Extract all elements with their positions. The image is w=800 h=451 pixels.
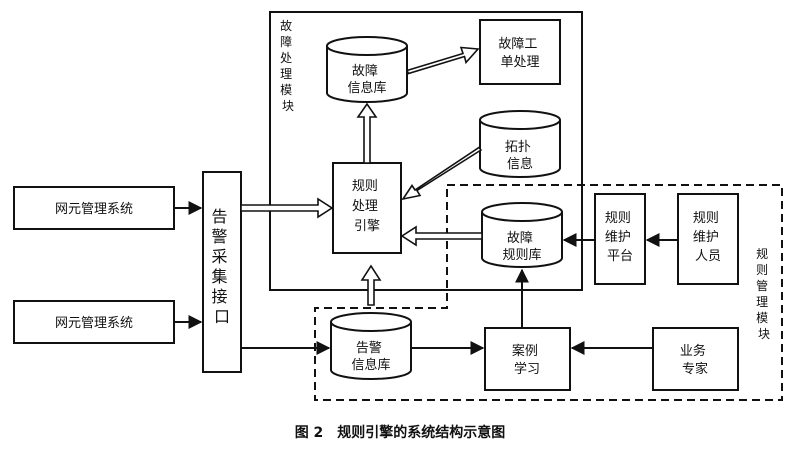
svg-text:故障 规则库: 故障 规则库: [502, 231, 541, 263]
hollow-arrow-fault-db-to-ticket: [405, 46, 480, 75]
hollow-arrow-alarm-db-to-engine: [360, 264, 382, 306]
fault-rule-database: 故障 规则库: [481, 202, 563, 268]
alarm-info-database: 告警 信息库: [330, 312, 412, 380]
svg-text:规则 处理 引擎: 规则 处理 引擎: [352, 179, 382, 234]
rule-management-module: 规 则 管 理 模 块: [314, 184, 783, 401]
svg-text:案例 学习: 案例 学习: [512, 344, 542, 377]
figure-caption: 图 2 规则引擎的系统结构示意图: [295, 424, 506, 441]
svg-text:网元管理系统: 网元管理系统: [55, 202, 133, 217]
svg-text:业务 专家: 业务 专家: [680, 343, 710, 377]
rule-maintenance-staff: 规则 维护 人员: [677, 193, 739, 285]
svg-text:规则 维护 人员: 规则 维护 人员: [693, 211, 723, 264]
fault-module-label: 故 障 处 理 模 块: [280, 18, 296, 113]
thin-arrows: [174, 201, 678, 355]
topology-info-database: 拓扑 信息: [479, 110, 561, 178]
fault-ticket-processing: 故障工 单处理: [479, 19, 561, 85]
case-learning: 案例 学习: [484, 327, 571, 391]
hollow-arrow-rule-db-to-engine: [400, 225, 483, 247]
svg-text:告 警 采 集: 告 警 采 集 接 口: [211, 207, 232, 326]
svg-text:规则 维护 平台: 规则 维护 平台: [605, 211, 635, 264]
hollow-arrow-interface-to-engine: [240, 197, 334, 219]
hollow-arrow-engine-to-fault-db: [356, 102, 378, 164]
alarm-collection-interface: 告 警 采 集 接 口: [202, 171, 242, 373]
rule-module-label: 规 则 管 理 模 块: [756, 246, 772, 341]
svg-text:故障 信息库: 故障 信息库: [347, 64, 386, 96]
hollow-arrow-topology-to-engine: [401, 146, 483, 201]
svg-text:故障工 单处理: 故障工 单处理: [498, 37, 541, 70]
hollow-arrows: [240, 46, 483, 306]
business-expert: 业务 专家: [652, 327, 739, 391]
rule-maintenance-platform: 规则 维护 平台: [594, 193, 646, 285]
svg-text:拓扑 信息: 拓扑 信息: [505, 140, 535, 172]
svg-text:告警 信息库: 告警 信息库: [351, 340, 390, 373]
fault-processing-module: 故 障 处 理 模 块: [269, 11, 583, 291]
svg-text:网元管理系统: 网元管理系统: [55, 316, 133, 331]
ne-management-system-1: 网元管理系统: [13, 186, 175, 230]
fault-info-database: 故障 信息库: [326, 36, 408, 103]
rule-processing-engine: 规则 处理 引擎: [332, 162, 402, 254]
ne-management-system-2: 网元管理系统: [13, 300, 175, 344]
